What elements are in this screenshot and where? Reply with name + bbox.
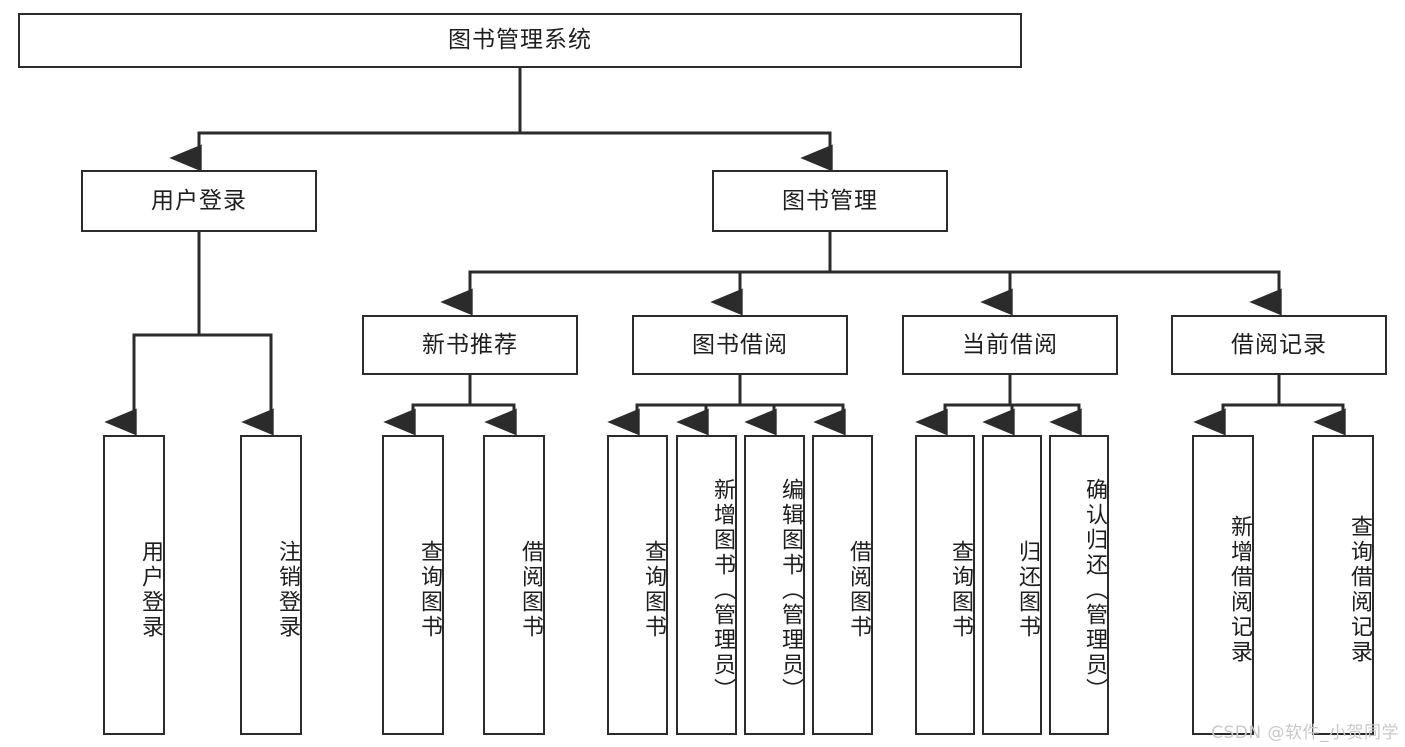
node-label: 编辑图书（管理员） [778, 477, 803, 703]
node-label: 图书管理 [782, 187, 878, 214]
leaf-recommend-search-book[interactable]: 查询图书 [382, 435, 444, 735]
node-label: 确认归还（管理员） [1082, 477, 1107, 703]
leaf-borrow-edit-book-admin[interactable]: 编辑图书（管理员） [744, 435, 805, 735]
node-label: 借阅图书 [846, 540, 871, 640]
node-label: 图书借阅 [692, 331, 788, 358]
leaf-borrow-add-book-admin[interactable]: 新增图书（管理员） [676, 435, 737, 735]
node-label: 查询借阅记录 [1347, 515, 1372, 665]
node-current-borrow[interactable]: 当前借阅 [902, 315, 1118, 375]
node-label: 新增图书（管理员） [710, 477, 735, 703]
node-label: 用户登录 [151, 187, 247, 214]
node-label: 查询图书 [417, 540, 442, 640]
node-label: 用户登录 [138, 540, 163, 640]
leaf-current-confirm-return-admin[interactable]: 确认归还（管理员） [1049, 435, 1109, 735]
node-label: 借阅图书 [518, 540, 543, 640]
node-label: 注销登录 [275, 540, 300, 640]
node-label: 新增借阅记录 [1227, 515, 1252, 665]
node-label: 查询图书 [948, 540, 973, 640]
node-label: 当前借阅 [962, 331, 1058, 358]
node-label: 查询图书 [641, 540, 666, 640]
csdn-watermark: CSDN @软件_小贺同学 [1211, 723, 1399, 743]
node-borrow-record[interactable]: 借阅记录 [1171, 315, 1387, 375]
node-root-system[interactable]: 图书管理系统 [18, 13, 1022, 68]
node-book-borrow[interactable]: 图书借阅 [632, 315, 848, 375]
node-label: 图书管理系统 [448, 27, 592, 54]
leaf-borrow-search-book[interactable]: 查询图书 [607, 435, 668, 735]
leaf-borrow-borrow-book[interactable]: 借阅图书 [812, 435, 873, 735]
node-book-management[interactable]: 图书管理 [712, 170, 948, 232]
node-label: 新书推荐 [422, 331, 518, 358]
leaf-record-add-record[interactable]: 新增借阅记录 [1192, 435, 1254, 735]
leaf-user-login[interactable]: 用户登录 [103, 435, 165, 735]
node-user-login[interactable]: 用户登录 [81, 170, 317, 232]
node-label: 归还图书 [1015, 540, 1040, 640]
node-new-book-recommend[interactable]: 新书推荐 [362, 315, 578, 375]
leaf-user-logout[interactable]: 注销登录 [240, 435, 302, 735]
leaf-current-return-book[interactable]: 归还图书 [982, 435, 1042, 735]
leaf-record-search-record[interactable]: 查询借阅记录 [1312, 435, 1374, 735]
leaf-current-search-book[interactable]: 查询图书 [915, 435, 975, 735]
node-label: 借阅记录 [1231, 331, 1327, 358]
leaf-recommend-borrow-book[interactable]: 借阅图书 [483, 435, 545, 735]
